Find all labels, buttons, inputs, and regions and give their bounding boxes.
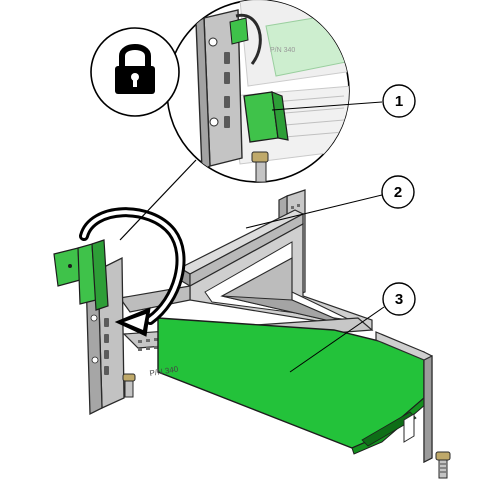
riser-assembly: P/N 340 bbox=[53, 189, 451, 479]
thumbscrew-left bbox=[122, 373, 136, 398]
callout-3-number: 3 bbox=[395, 291, 403, 308]
zoom-leader-line bbox=[119, 159, 197, 241]
locking-lever bbox=[53, 239, 109, 311]
zoom-part-number-engraving: P/N 340 bbox=[270, 47, 295, 54]
callout-1: 1 bbox=[271, 84, 416, 118]
callout-3: 3 bbox=[289, 282, 416, 373]
callout-1-number: 1 bbox=[395, 93, 403, 110]
card-end-bracket bbox=[375, 331, 451, 479]
callout-2-number: 2 bbox=[394, 184, 402, 201]
pcie-card bbox=[157, 317, 427, 455]
zoom-detail: P/N 340 bbox=[119, 0, 350, 241]
bracket-side-wall bbox=[189, 222, 373, 331]
clockwise-rotation-arrow-icon bbox=[79, 207, 186, 337]
callout-2: 2 bbox=[245, 175, 415, 229]
thumbscrew-right bbox=[435, 451, 451, 479]
padlock-closed-icon bbox=[90, 27, 180, 117]
